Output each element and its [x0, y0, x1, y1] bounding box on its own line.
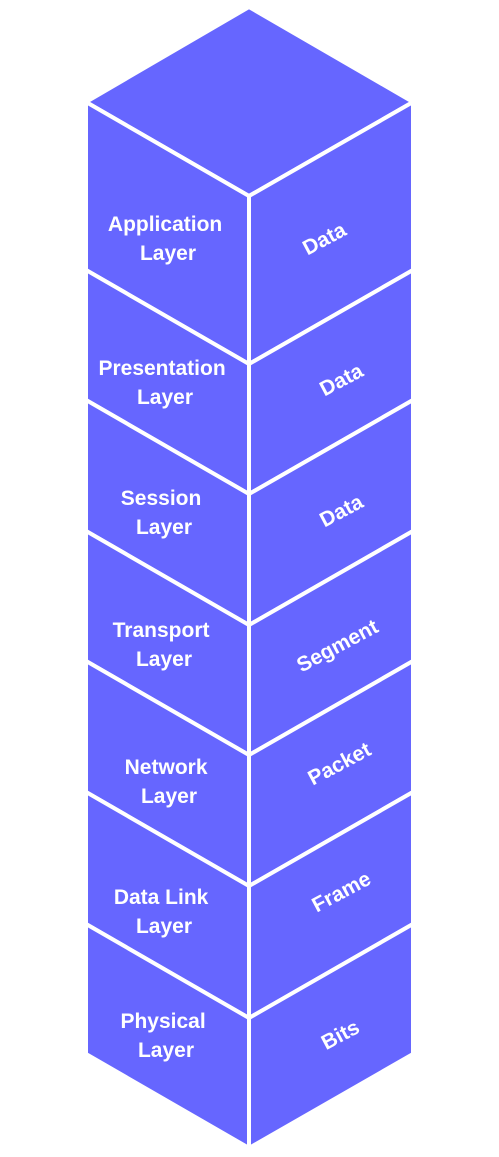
- layer-name-line-1: Network: [125, 756, 208, 779]
- layer-name-line-1: Application: [108, 213, 222, 236]
- layer-name-line-1: Presentation: [98, 357, 225, 380]
- layer-blocks: Application Layer Data Presentation Laye…: [84, 98, 415, 1152]
- layer-name-line-1: Transport: [113, 619, 210, 642]
- layer-name: Data Link Layer: [114, 886, 214, 938]
- layer-name-line-2: Layer: [136, 648, 192, 671]
- layer-name: Transport Layer: [113, 619, 216, 671]
- layer-block: Data Link Layer Frame: [84, 788, 415, 1022]
- layer-name-line-2: Layer: [136, 516, 192, 539]
- layer-name: Physical Layer: [120, 1010, 211, 1062]
- layer-right-face: [247, 920, 415, 1152]
- layer-name-line-2: Layer: [140, 242, 196, 265]
- layer-name-line-2: Layer: [141, 785, 197, 808]
- layer-name-line-2: Layer: [136, 915, 192, 938]
- layer-name-line-1: Session: [121, 487, 202, 510]
- layer-name: Presentation Layer: [98, 357, 231, 409]
- layer-name-line-2: Layer: [138, 1039, 194, 1062]
- layer-block: Transport Layer Segment: [84, 527, 415, 759]
- layer-name-line-1: Physical: [120, 1010, 205, 1033]
- layer-name-line-2: Layer: [137, 386, 193, 409]
- layer-name: Application Layer: [108, 213, 228, 265]
- layer-name-line-1: Data Link: [114, 886, 209, 909]
- layer-name: Session Layer: [121, 487, 207, 539]
- layer-block: Physical Layer Bits: [84, 920, 415, 1152]
- layer-name: Network Layer: [125, 756, 214, 808]
